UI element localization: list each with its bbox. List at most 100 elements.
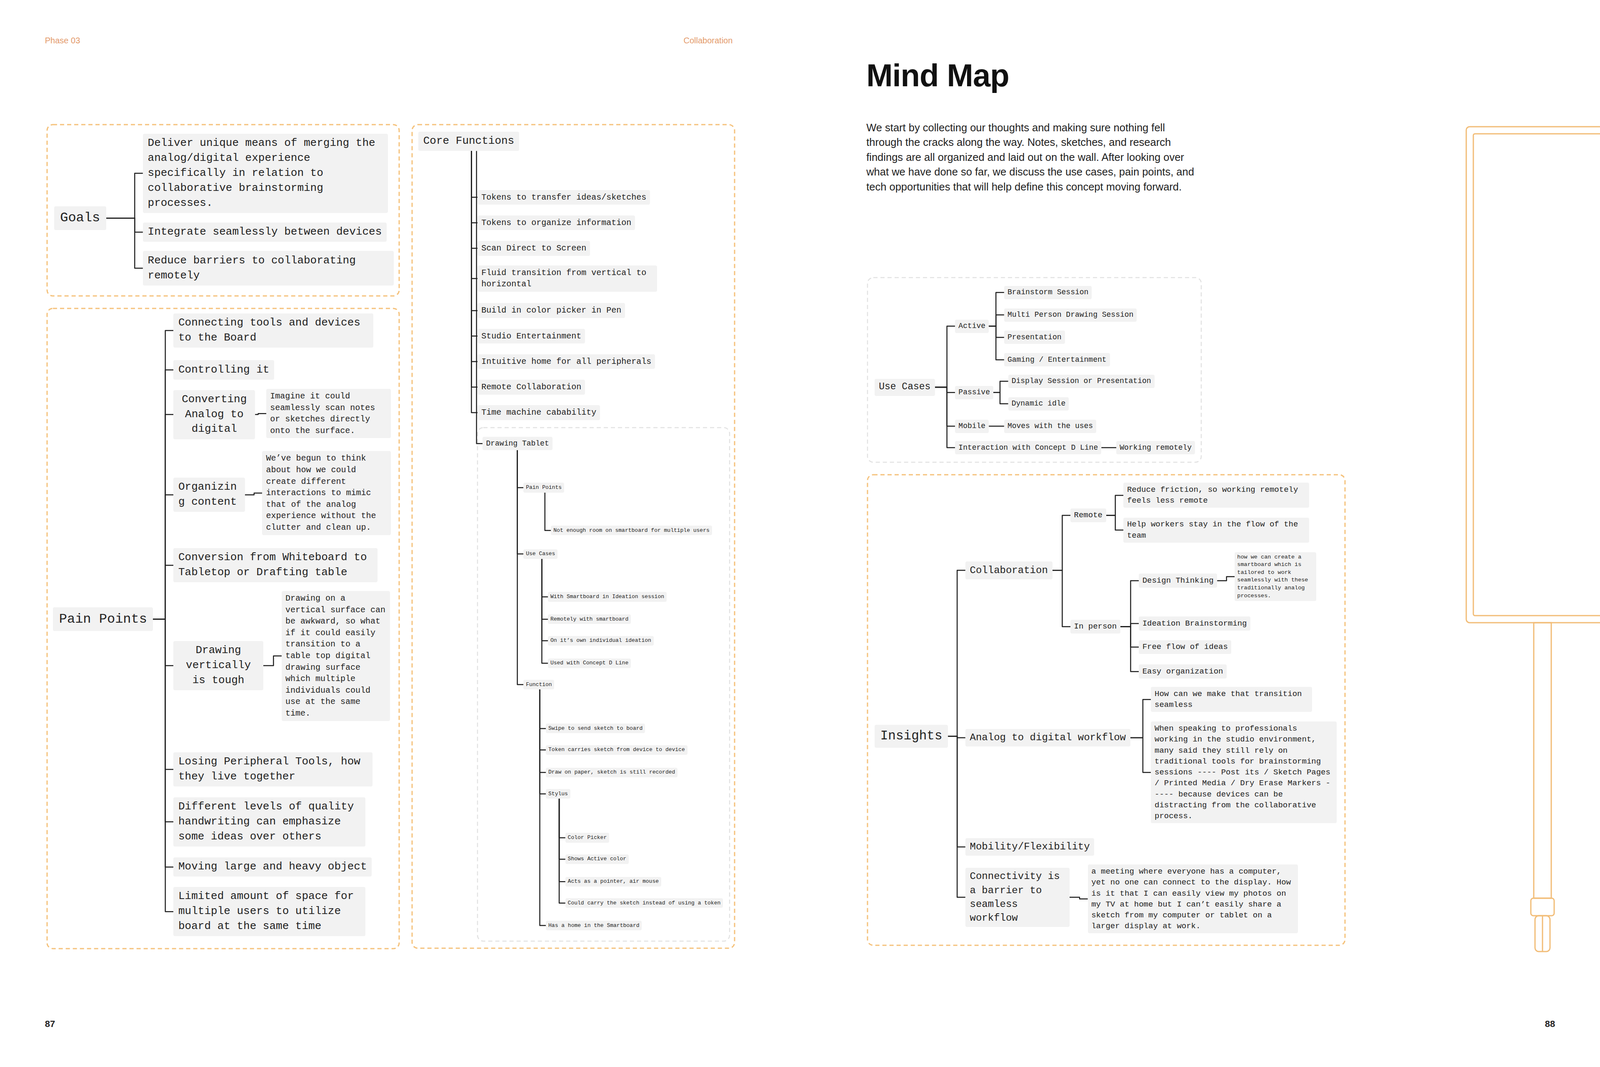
mind-map-node: Working remotely bbox=[1116, 440, 1195, 455]
mind-map-node: Converting Analog to digital bbox=[173, 390, 255, 440]
mind-map-node: Drawing Tablet bbox=[482, 436, 553, 450]
node-text: When speaking to professionals working i… bbox=[1154, 722, 1334, 822]
page-number: 87 bbox=[45, 1018, 55, 1030]
node-text: Reduce friction, so working remotely fee… bbox=[1127, 484, 1306, 506]
mind-map-node: Fluid transition from vertical to horizo… bbox=[477, 265, 658, 292]
stand-foot bbox=[1535, 915, 1550, 952]
tree-connector bbox=[245, 492, 263, 495]
mind-map-node: a meeting where everyone has a computer,… bbox=[1087, 864, 1298, 933]
core-functions-panel bbox=[412, 124, 735, 948]
tree-connector bbox=[541, 558, 548, 663]
mind-map-node: When speaking to professionals working i… bbox=[1150, 721, 1337, 823]
tree-connector bbox=[1130, 699, 1152, 738]
node-text: Build in color picker in Pen bbox=[481, 304, 622, 317]
node-text: Shows Active color bbox=[567, 855, 627, 863]
node-text: Use Cases bbox=[525, 550, 555, 558]
tree-connector bbox=[152, 494, 174, 619]
tree-connector bbox=[1120, 626, 1139, 672]
node-text: Limited amount of space for multiple use… bbox=[178, 888, 361, 934]
node-text: Free flow of ideas bbox=[1142, 641, 1228, 653]
stand-foot-line bbox=[1542, 915, 1544, 952]
mind-map-node: Remote bbox=[1070, 508, 1107, 523]
tree-connector bbox=[152, 619, 174, 822]
mind-map-node: Reduce barriers to collaborating remotel… bbox=[142, 250, 394, 285]
node-text: Converting Analog to digital bbox=[178, 392, 251, 438]
mind-map-node: Time machine cabability bbox=[477, 405, 600, 420]
tree-connector bbox=[152, 619, 174, 666]
mind-map-node: Insights bbox=[874, 724, 949, 748]
node-text: Multi Person Drawing Session bbox=[1007, 309, 1134, 320]
mind-map-node: Different levels of quality handwriting … bbox=[173, 797, 365, 847]
mind-map-node: Ideation Brainstorming bbox=[1138, 616, 1251, 631]
node-text: Connectivity is a barrier to seamless wo… bbox=[970, 869, 1065, 925]
node-text: Help workers stay in the flow of the tea… bbox=[1127, 518, 1306, 541]
section-header: Phase 03 bbox=[45, 35, 81, 46]
tree-connector bbox=[988, 326, 1005, 338]
tree-connector bbox=[559, 798, 566, 859]
node-text: Time machine cabability bbox=[481, 406, 597, 419]
mind-map-node: Color Picker bbox=[565, 832, 610, 843]
tree-connector bbox=[541, 558, 548, 597]
mind-map-node: Remote Collaboration bbox=[477, 379, 585, 395]
tree-connector bbox=[152, 565, 174, 619]
tree-connector bbox=[1052, 570, 1071, 627]
node-text: Scan Direct to Screen bbox=[481, 242, 587, 255]
node-text: Draw on paper, sketch is still recorded bbox=[548, 768, 675, 776]
tree-connector bbox=[1120, 580, 1139, 627]
node-text: Integrate seamlessly between devices bbox=[147, 224, 383, 240]
node-text: Deliver unique means of merging the anal… bbox=[147, 135, 383, 211]
page-title: Mind Map bbox=[866, 57, 1009, 94]
insights-panel bbox=[867, 474, 1345, 945]
tree-connector bbox=[106, 173, 143, 218]
node-text: Display Session or Presentation bbox=[1011, 375, 1152, 387]
mind-map-node: Token carries sketch from device to devi… bbox=[545, 745, 688, 755]
node-text: Losing Peripheral Tools, how they live t… bbox=[178, 754, 368, 785]
node-text: Use Cases bbox=[878, 380, 931, 394]
tree-connector bbox=[1106, 515, 1124, 530]
node-text: Analog to digital workflow bbox=[970, 730, 1126, 745]
node-text: Reduce barriers to collaborating remotel… bbox=[147, 253, 390, 284]
tree-connector bbox=[993, 381, 1009, 393]
tree-connector bbox=[935, 387, 956, 393]
node-text: Connecting tools and devices to the Boar… bbox=[178, 315, 369, 346]
node-text: Moving large and heavy object bbox=[178, 859, 367, 875]
stand-post bbox=[1533, 622, 1552, 898]
mind-map-node: Connectivity is a barrier to seamless wo… bbox=[965, 867, 1070, 927]
node-text: a meeting where everyone has a computer,… bbox=[1091, 865, 1295, 932]
node-text: Tokens to transfer ideas/sketches bbox=[481, 191, 647, 204]
tree-connector bbox=[541, 558, 548, 620]
node-text: Ideation Brainstorming bbox=[1142, 617, 1248, 629]
node-text: Function bbox=[525, 680, 552, 689]
node-text: Drawing vertically is tough bbox=[178, 642, 259, 688]
mind-map-node: Controlling it bbox=[173, 360, 275, 380]
mind-map-node: Moves with the uses bbox=[1004, 419, 1097, 433]
tree-connector bbox=[1101, 447, 1117, 449]
node-text: Working remotely bbox=[1119, 442, 1192, 453]
node-text: We’ve begun to think about how we could … bbox=[265, 452, 388, 533]
tree-connector bbox=[1130, 737, 1152, 773]
node-text: Drawing Tablet bbox=[485, 438, 549, 449]
node-text: Remotely with smartboard bbox=[550, 615, 629, 623]
mind-map-node: Mobile bbox=[955, 419, 989, 433]
mind-map-node: Easy organization bbox=[1138, 664, 1227, 679]
mind-map-node: Drawing vertically is tough bbox=[173, 640, 264, 690]
mind-map-node: Organizing content bbox=[173, 477, 245, 512]
node-text: Easy organization bbox=[1142, 665, 1224, 677]
smartboard-screen bbox=[1473, 133, 1600, 616]
mind-map-node: Collaboration bbox=[965, 561, 1053, 580]
mind-map-node: Active bbox=[955, 319, 989, 333]
mind-map-node: Stylus bbox=[545, 788, 571, 799]
intro-paragraph: We start by collecting our thoughts and … bbox=[866, 120, 1203, 195]
tree-connector bbox=[152, 619, 174, 770]
node-text: Insights bbox=[880, 727, 943, 745]
tree-connector bbox=[106, 217, 143, 268]
stand-clip bbox=[1530, 897, 1555, 916]
mind-map-node: Use Cases bbox=[523, 549, 558, 559]
tree-connector bbox=[1106, 495, 1124, 515]
mind-map-node: Integrate seamlessly between devices bbox=[142, 222, 387, 242]
node-text: Interaction with Concept D Line bbox=[958, 442, 1098, 453]
node-text: How can we make that transition seamless bbox=[1154, 688, 1309, 710]
mind-map-node: Interaction with Concept D Line bbox=[955, 440, 1102, 455]
tree-connector bbox=[541, 558, 548, 641]
